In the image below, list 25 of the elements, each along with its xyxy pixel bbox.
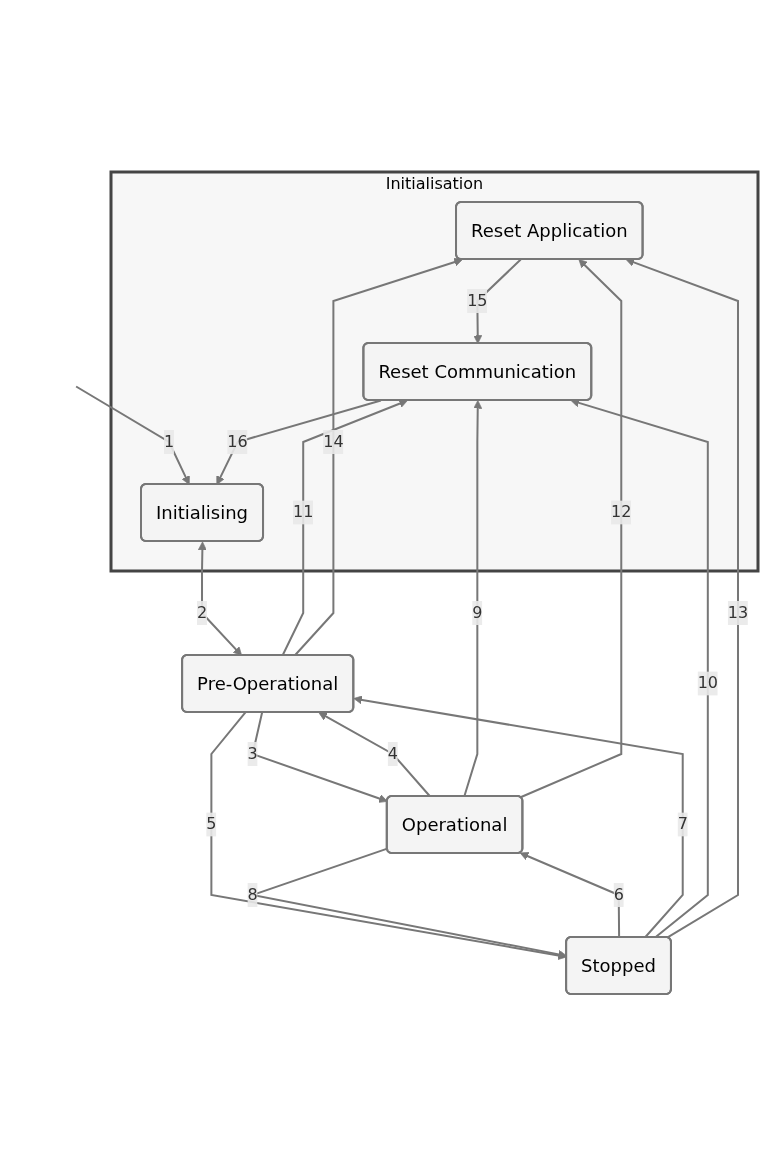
edge-label: 3 [247, 743, 258, 763]
edge-label: 2 [196, 602, 208, 622]
edge-label: 15 [467, 291, 488, 310]
edge-label: 9 [472, 602, 483, 622]
edge-label: 14 [323, 431, 344, 451]
edge-label: 4 [387, 743, 398, 763]
arrow [248, 847, 567, 959]
edge-label: 10 [697, 673, 718, 693]
arrow [251, 711, 388, 803]
arrow [473, 258, 522, 344]
edge-label: 8 [247, 884, 258, 904]
arrow [198, 541, 243, 656]
arrow [75, 385, 190, 485]
edge-label: 16 [227, 431, 248, 451]
edge-label: 12 [611, 502, 632, 522]
edge-label: 11 [293, 502, 314, 522]
arrow [519, 259, 623, 799]
arrow [625, 258, 739, 939]
edge-label: 13 [727, 602, 749, 622]
edge-label: 7 [677, 814, 688, 834]
edge-label: 6 [613, 884, 624, 904]
edge-label: 5 [206, 814, 217, 834]
arrow [216, 399, 382, 485]
edge-label: 1 [163, 431, 175, 451]
arrow [210, 711, 567, 960]
